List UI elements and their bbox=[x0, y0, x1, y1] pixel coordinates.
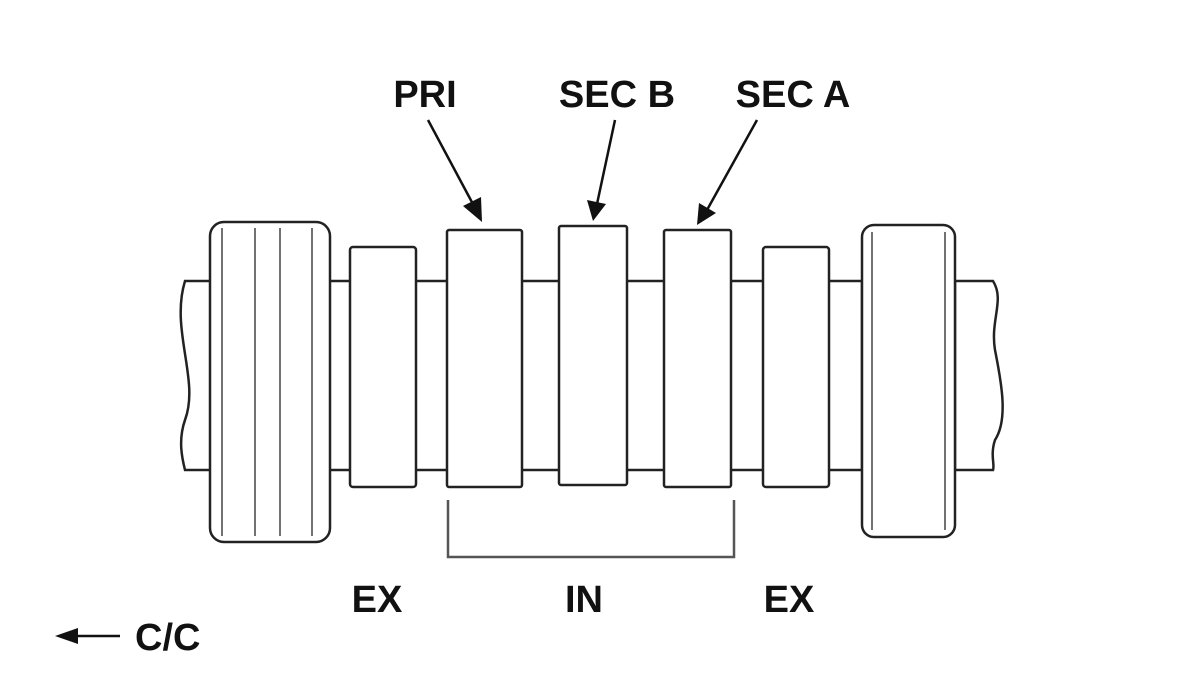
direction-arrow bbox=[55, 628, 120, 644]
intake-lobe-sec-b bbox=[557, 224, 629, 487]
label-sec-b: SEC B bbox=[559, 74, 675, 116]
exhaust-lobe-right bbox=[761, 245, 831, 489]
pri-arrow bbox=[426, 119, 482, 222]
label-ex-left: EX bbox=[352, 579, 403, 621]
label-pri: PRI bbox=[393, 74, 456, 116]
exhaust-lobe-left bbox=[348, 245, 418, 489]
right-journal bbox=[860, 223, 957, 539]
label-in: IN bbox=[565, 579, 603, 621]
intake-lobe-sec-a bbox=[662, 228, 733, 489]
left-journal bbox=[208, 220, 332, 544]
label-sec-a: SEC A bbox=[736, 74, 851, 116]
sec-b-arrow bbox=[587, 119, 617, 221]
sec-a-arrow bbox=[697, 119, 759, 225]
intake-lobe-pri bbox=[445, 228, 524, 489]
intake-bracket bbox=[446, 500, 736, 559]
label-direction: C/C bbox=[135, 617, 200, 659]
label-ex-right: EX bbox=[764, 579, 815, 621]
